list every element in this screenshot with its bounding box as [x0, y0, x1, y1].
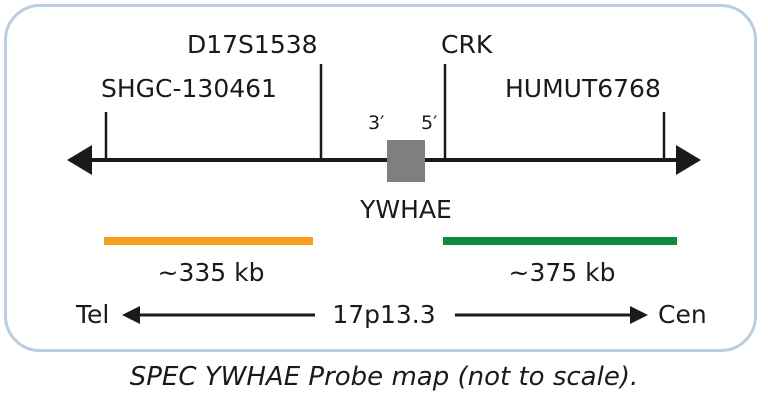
orientation-tel-label: Tel — [75, 300, 109, 329]
probe-bar-left — [104, 237, 313, 245]
figure-caption: SPEC YWHAE Probe map (not to scale). — [129, 362, 639, 392]
gene-box — [387, 140, 425, 182]
diagram-frame — [4, 4, 757, 352]
marker-label-d17s1538: D17S1538 — [187, 30, 318, 59]
orientation-arrowhead-right — [630, 306, 648, 324]
marker-label-humut6768: HUMUT6768 — [505, 74, 661, 103]
orientation-band-label: 17p13.3 — [332, 300, 435, 329]
gene-end-label-3prime: 3′ — [368, 112, 384, 134]
marker-label-crk: CRK — [441, 30, 493, 59]
axis-arrowhead-left — [67, 145, 92, 175]
axis-arrowhead-right — [676, 145, 701, 175]
gene-end-label-5prime: 5′ — [421, 112, 437, 134]
orientation-cen-label: Cen — [658, 300, 707, 329]
gene-label: YWHAE — [359, 195, 452, 224]
orientation-arrowhead-left — [122, 306, 140, 324]
probe-size-right: ~375 kb — [509, 258, 616, 287]
probe-size-left: ~335 kb — [158, 258, 265, 287]
probe-bar-right — [443, 237, 677, 245]
marker-label-shgc-130461: SHGC-130461 — [101, 74, 277, 103]
